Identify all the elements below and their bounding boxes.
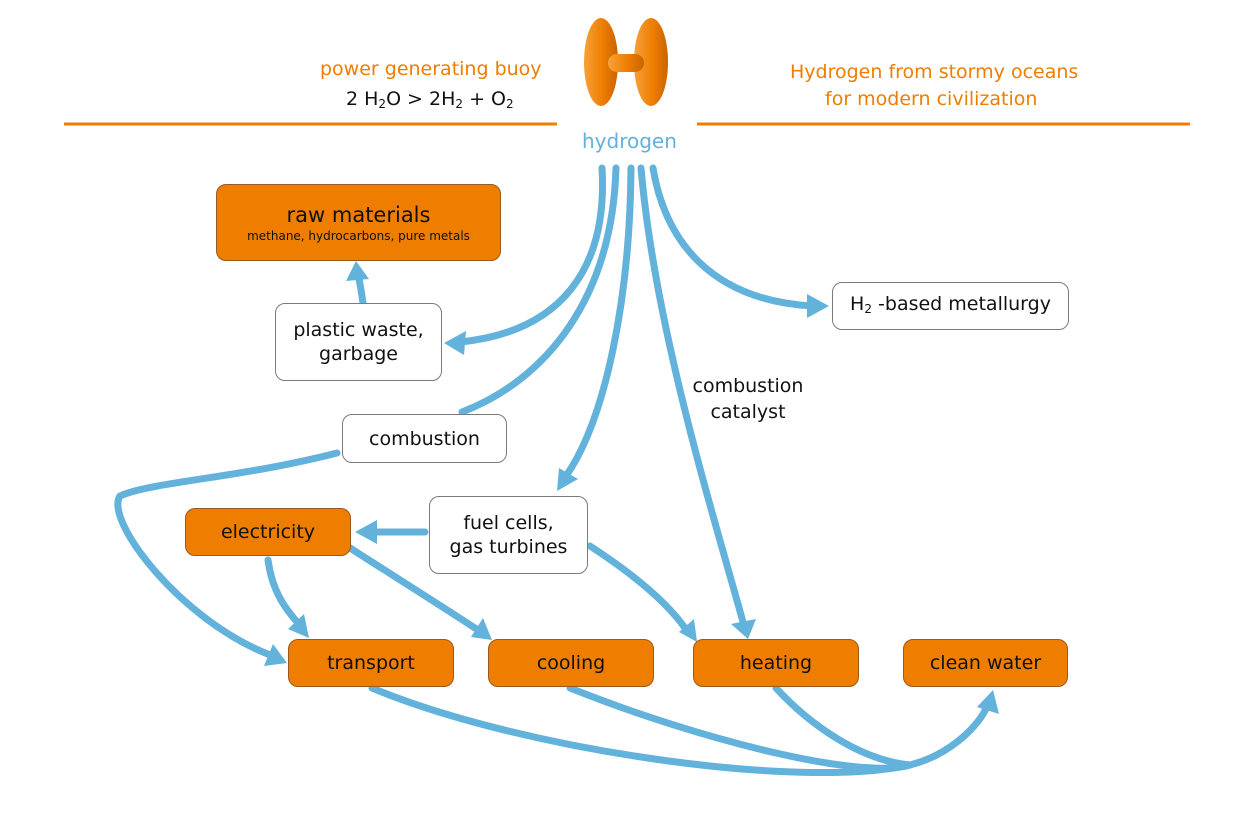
arrow-fuel-cells-to-heating [586,542,689,632]
arrowhead-cooling [471,618,492,640]
arrowhead-plastic-waste [444,331,466,355]
arrowhead-metallurgy [807,294,829,318]
arrowhead-transport-top [288,614,309,638]
clean-water-node: clean water [903,639,1068,687]
transport-label: transport [327,652,415,674]
raw-materials-title: raw materials [286,202,431,227]
combustion-catalyst-label: combustion catalyst [692,375,804,423]
electricity-label: electricity [220,521,316,543]
hydrogen-label: hydrogen [582,129,677,153]
transport-node: transport [288,639,454,687]
fuel-cells-line2: gas turbines [449,536,568,558]
heating-label: heating [739,652,813,674]
arrow-cooling-to-clean-water [566,684,914,772]
header-right-line2: for modern civilization [825,88,1038,110]
arrowhead-transport-left [264,644,287,666]
arrowhead-heating [731,619,756,639]
heating-node: heating [693,639,859,687]
raw-materials-node: raw materials methane, hydrocarbons, pur… [216,184,501,261]
header-equation: 2 H2O > 2H2 + O2 [346,88,514,111]
arrowhead-raw-materials [346,261,369,281]
arrow-combustion-to-transport [114,449,341,659]
arrow-hydrogen-to-plastic-waste [456,164,606,346]
arrow-transport-to-clean-water [368,684,991,777]
clean-water-label: clean water [929,652,1042,674]
raw-materials-subtitle: methane, hydrocarbons, pure metals [247,228,470,243]
arrow-electricity-to-cooling [346,544,482,634]
arrowhead-heating-right [679,619,697,642]
fuel-cells-line1: fuel cells, [463,512,554,534]
combustion-node: combustion [342,414,507,463]
arrow-hydrogen-to-metallurgy [649,164,816,310]
fuel-cells-node: fuel cells, gas turbines [429,496,588,574]
hydrogen-buoy-icon [584,18,668,106]
arrowhead-electricity [355,520,377,544]
arrowheads [264,261,999,714]
plastic-waste-node: plastic waste, garbage [275,303,442,381]
arrowhead-clean-water [977,690,999,714]
header-left-title: power generating buoy [320,58,542,80]
cooling-label: cooling [536,652,606,674]
arrow-heating-to-clean-water [772,684,914,769]
arrow-hydrogen-to-combustion [458,164,620,416]
arrow-hydrogen-to-fuel-cells [562,164,635,480]
electricity-node: electricity [185,508,351,556]
header-right-line1: Hydrogen from stormy oceans [790,61,1079,83]
metallurgy-node: H2 -based metallurgy [832,282,1069,330]
arrows [114,164,991,777]
arrow-electricity-to-transport [264,556,301,626]
cooling-node: cooling [488,639,654,687]
arrow-hydrogen-to-heating [637,164,747,626]
arrowhead-fuel-cells [557,468,578,491]
combustion-label: combustion [369,427,480,450]
plastic-waste-line1: plastic waste, [293,319,424,341]
plastic-waste-line2: garbage [319,343,398,365]
metallurgy-label: H2 -based metallurgy [850,292,1051,316]
